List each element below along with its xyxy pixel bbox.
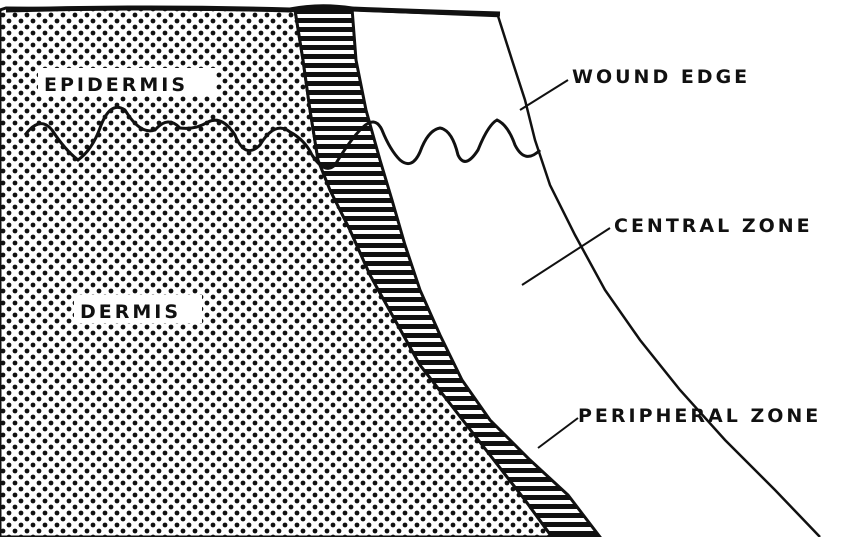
epidermis-label: EPIDERMIS xyxy=(44,74,188,96)
dermis-label: DERMIS xyxy=(80,301,181,323)
peripheral-zone-leader-line xyxy=(538,418,578,448)
central-zone-label: CENTRAL ZONE xyxy=(614,215,813,237)
wound-edge-label: WOUND EDGE xyxy=(572,66,750,88)
peripheral-zone-label: PERIPHERAL ZONE xyxy=(578,405,821,427)
wound-edge-leader-line xyxy=(520,80,568,110)
